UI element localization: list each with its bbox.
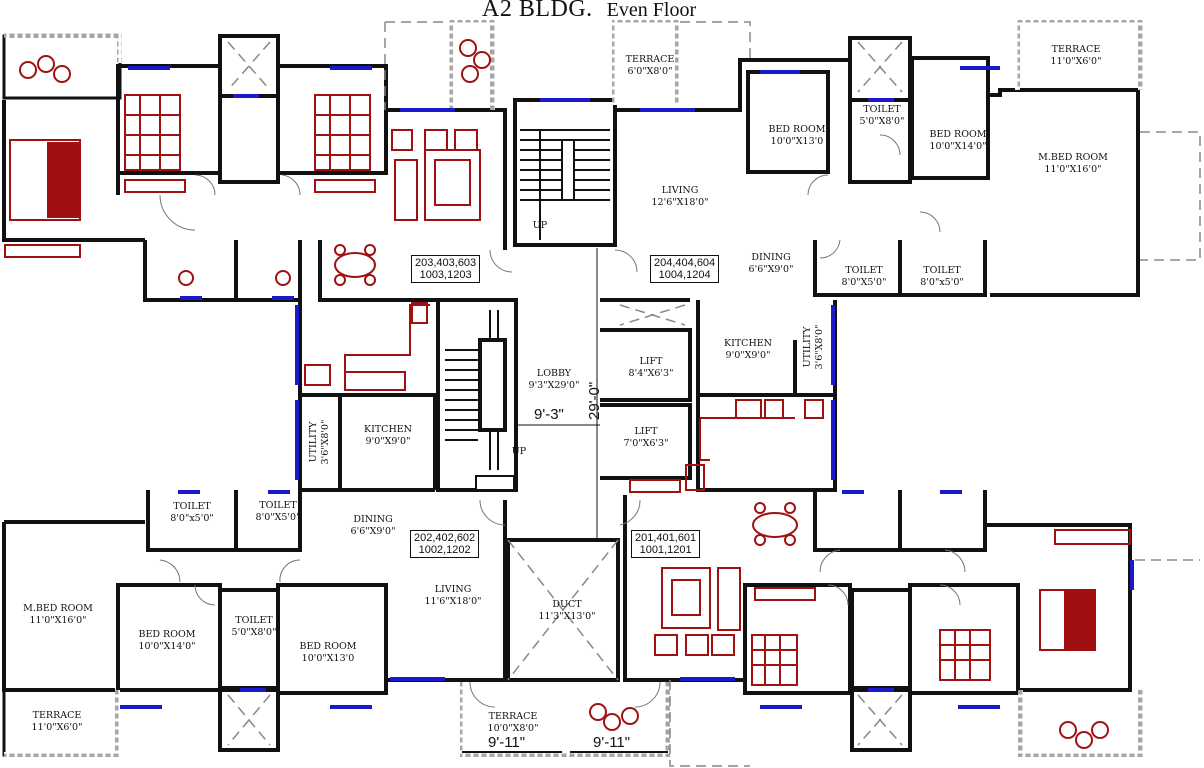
unit-number-box-bottom-right: 201,401,601 1001,1201 (631, 530, 701, 558)
unit-numbers-line1: 201,401,601 (635, 532, 697, 544)
floor-name: Even Floor (606, 0, 697, 21)
lobby-width-dimension: 9'-3" (534, 406, 564, 423)
plan-title: A2 BLDG. Even Floor (482, 0, 696, 23)
terrace-left-dimension: 9'-11" (488, 734, 526, 751)
lobby-length-dimension: 29'-0" (586, 381, 603, 420)
stair-up-label-mid: UP (511, 446, 527, 457)
stair-up-label-top: UP (532, 220, 548, 231)
building-name: A2 BLDG. (482, 0, 593, 22)
unit-numbers-line1: 204,404,604 (654, 257, 716, 269)
unit-numbers-line2: 1001,1201 (639, 544, 692, 556)
unit-numbers-line1: 202,402,602 (414, 532, 476, 544)
unit-numbers-line2: 1002,1202 (418, 544, 471, 556)
unit-number-box-top-right: 204,404,604 1004,1204 (650, 255, 720, 283)
unit-numbers-line2: 1003,1203 (419, 269, 472, 281)
unit-number-box-top-left: 203,403,603 1003,1203 (411, 255, 481, 283)
unit-numbers-line2: 1004,1204 (658, 269, 711, 281)
unit-numbers-line1: 203,403,603 (415, 257, 477, 269)
unit-number-box-bottom-left: 202,402,602 1002,1202 (410, 530, 480, 558)
terrace-right-dimension: 9'-11" (593, 734, 631, 751)
